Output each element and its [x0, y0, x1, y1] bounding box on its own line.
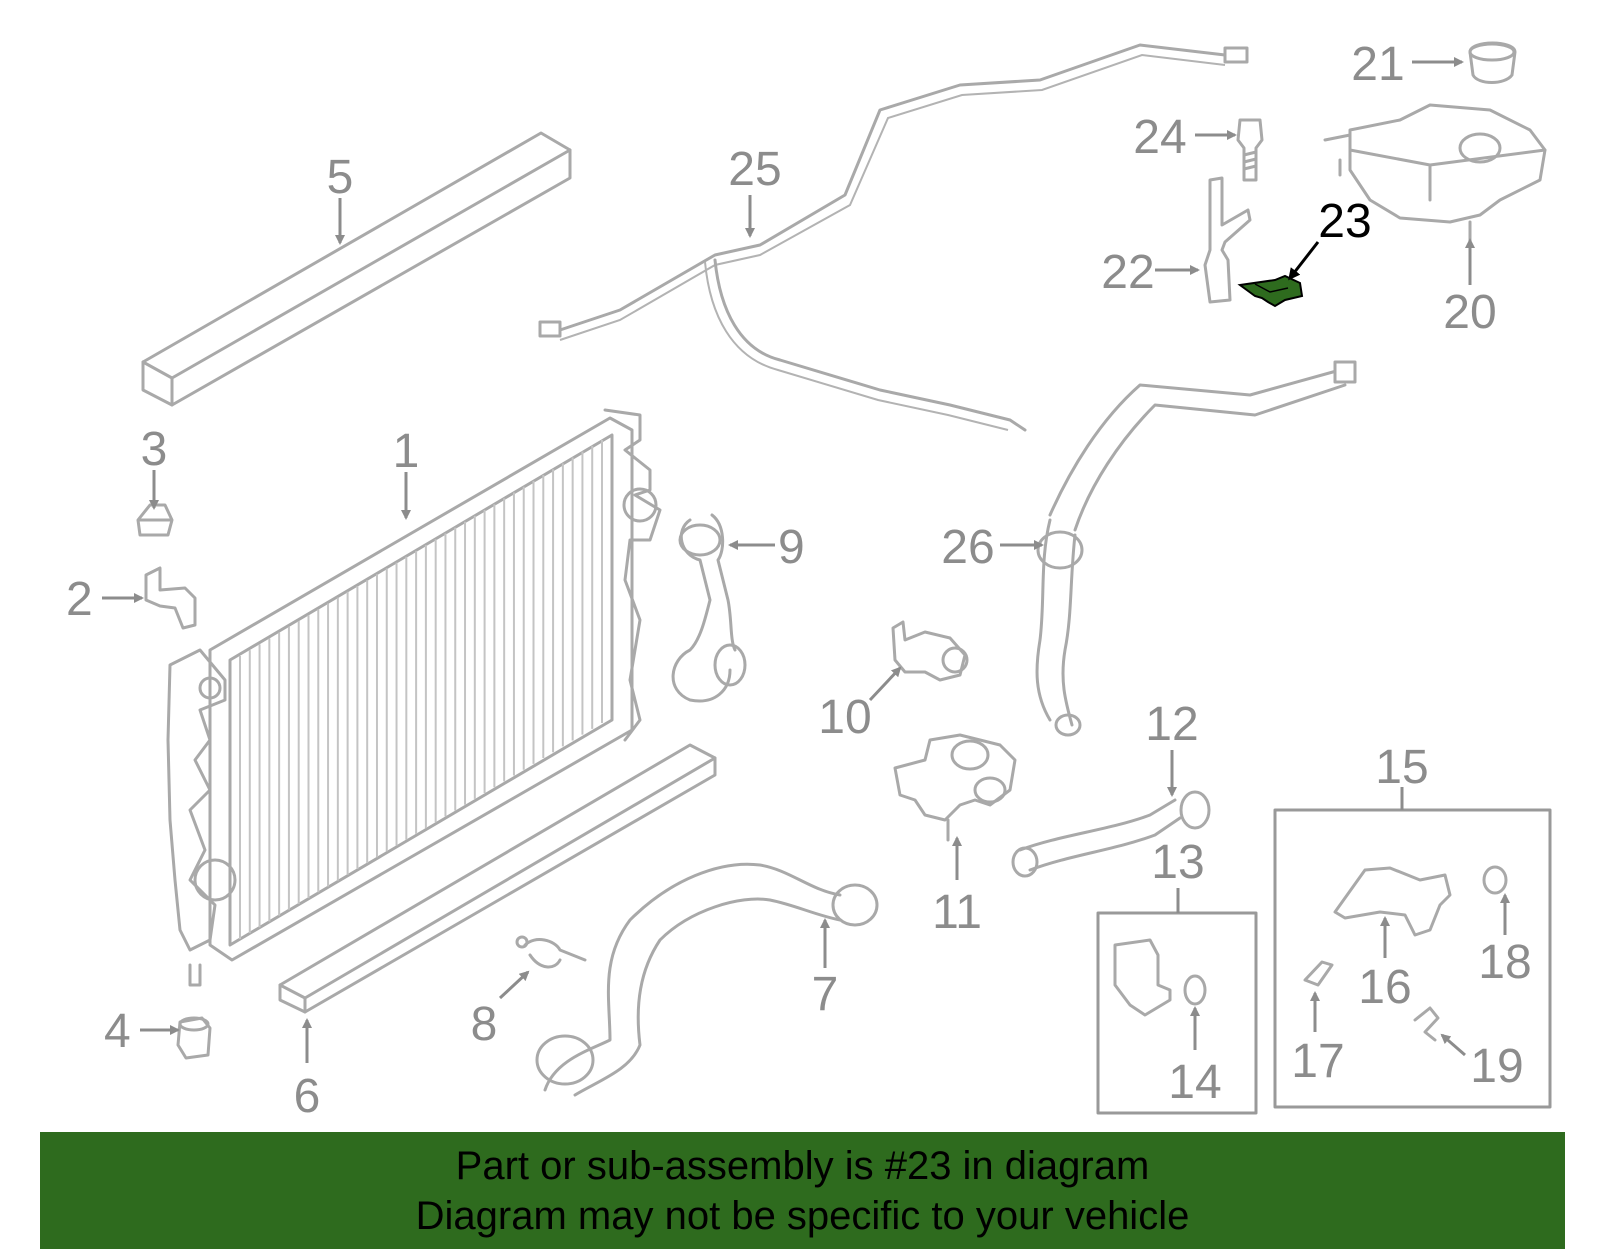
- callout-18: 18: [1478, 936, 1531, 989]
- callout-2: 2: [66, 573, 93, 626]
- callout-16: 16: [1358, 961, 1411, 1014]
- callout-26: 26: [941, 521, 994, 574]
- callout-3: 3: [141, 423, 168, 476]
- callout-9: 9: [778, 521, 805, 574]
- bracket-part: [144, 566, 197, 630]
- callout-25: 25: [728, 143, 781, 196]
- callout-24: 24: [1133, 111, 1186, 164]
- radiator-part: [166, 408, 662, 987]
- banner-line-2: Diagram may not be specific to your vehi…: [415, 1193, 1190, 1238]
- callout-6: 6: [294, 1070, 321, 1123]
- lower-seal-part: [278, 743, 717, 1014]
- callout-21: 21: [1351, 38, 1404, 91]
- lower-hose-part: [535, 862, 879, 1097]
- overflow-hose-part: [538, 43, 1249, 432]
- callout-7: 7: [812, 968, 839, 1021]
- callout-14: 14: [1168, 1056, 1221, 1109]
- highlighted-part-23: [1237, 274, 1304, 308]
- box-15: [1273, 808, 1552, 1109]
- callout-20: 20: [1443, 286, 1496, 339]
- coolant-reservoir-part: [1323, 103, 1547, 242]
- bolt-part: [1236, 118, 1264, 182]
- callout-23-highlighted: 23: [1318, 195, 1371, 248]
- callout-5: 5: [327, 151, 354, 204]
- bypass-hose-part: [1011, 790, 1211, 878]
- hose-clamp-part: [515, 935, 587, 969]
- reservoir-bracket-part: [1203, 176, 1252, 304]
- thermostat-housing-part: [893, 733, 1017, 842]
- mount-nut-part: [136, 503, 174, 537]
- info-banner: Part or sub-assembly is #23 in diagram D…: [40, 1132, 1565, 1249]
- reservoir-cap-part: [1468, 41, 1517, 84]
- callout-4: 4: [104, 1005, 131, 1058]
- bushing-part: [176, 1016, 212, 1060]
- callout-10: 10: [818, 691, 871, 744]
- degas-hose-part: [1035, 360, 1357, 737]
- upper-seal-part: [141, 131, 572, 407]
- callout-1: 1: [393, 425, 420, 478]
- water-outlet-part: [891, 620, 969, 682]
- leader-lines: [102, 57, 1510, 1063]
- upper-hose-part: [671, 513, 747, 703]
- callout-labels: 5 1 3 2 4 6 7 8 9 10 11 12 13 14 15 16 1…: [66, 38, 1532, 1123]
- callout-22: 22: [1101, 246, 1154, 299]
- banner-line-1: Part or sub-assembly is #23 in diagram: [455, 1143, 1150, 1188]
- callout-13: 13: [1151, 836, 1204, 889]
- callout-11: 11: [932, 886, 982, 939]
- callout-12: 12: [1145, 698, 1198, 751]
- callout-19: 19: [1470, 1040, 1523, 1093]
- callout-15: 15: [1375, 741, 1428, 794]
- callout-17: 17: [1291, 1035, 1344, 1088]
- callout-8: 8: [471, 998, 498, 1051]
